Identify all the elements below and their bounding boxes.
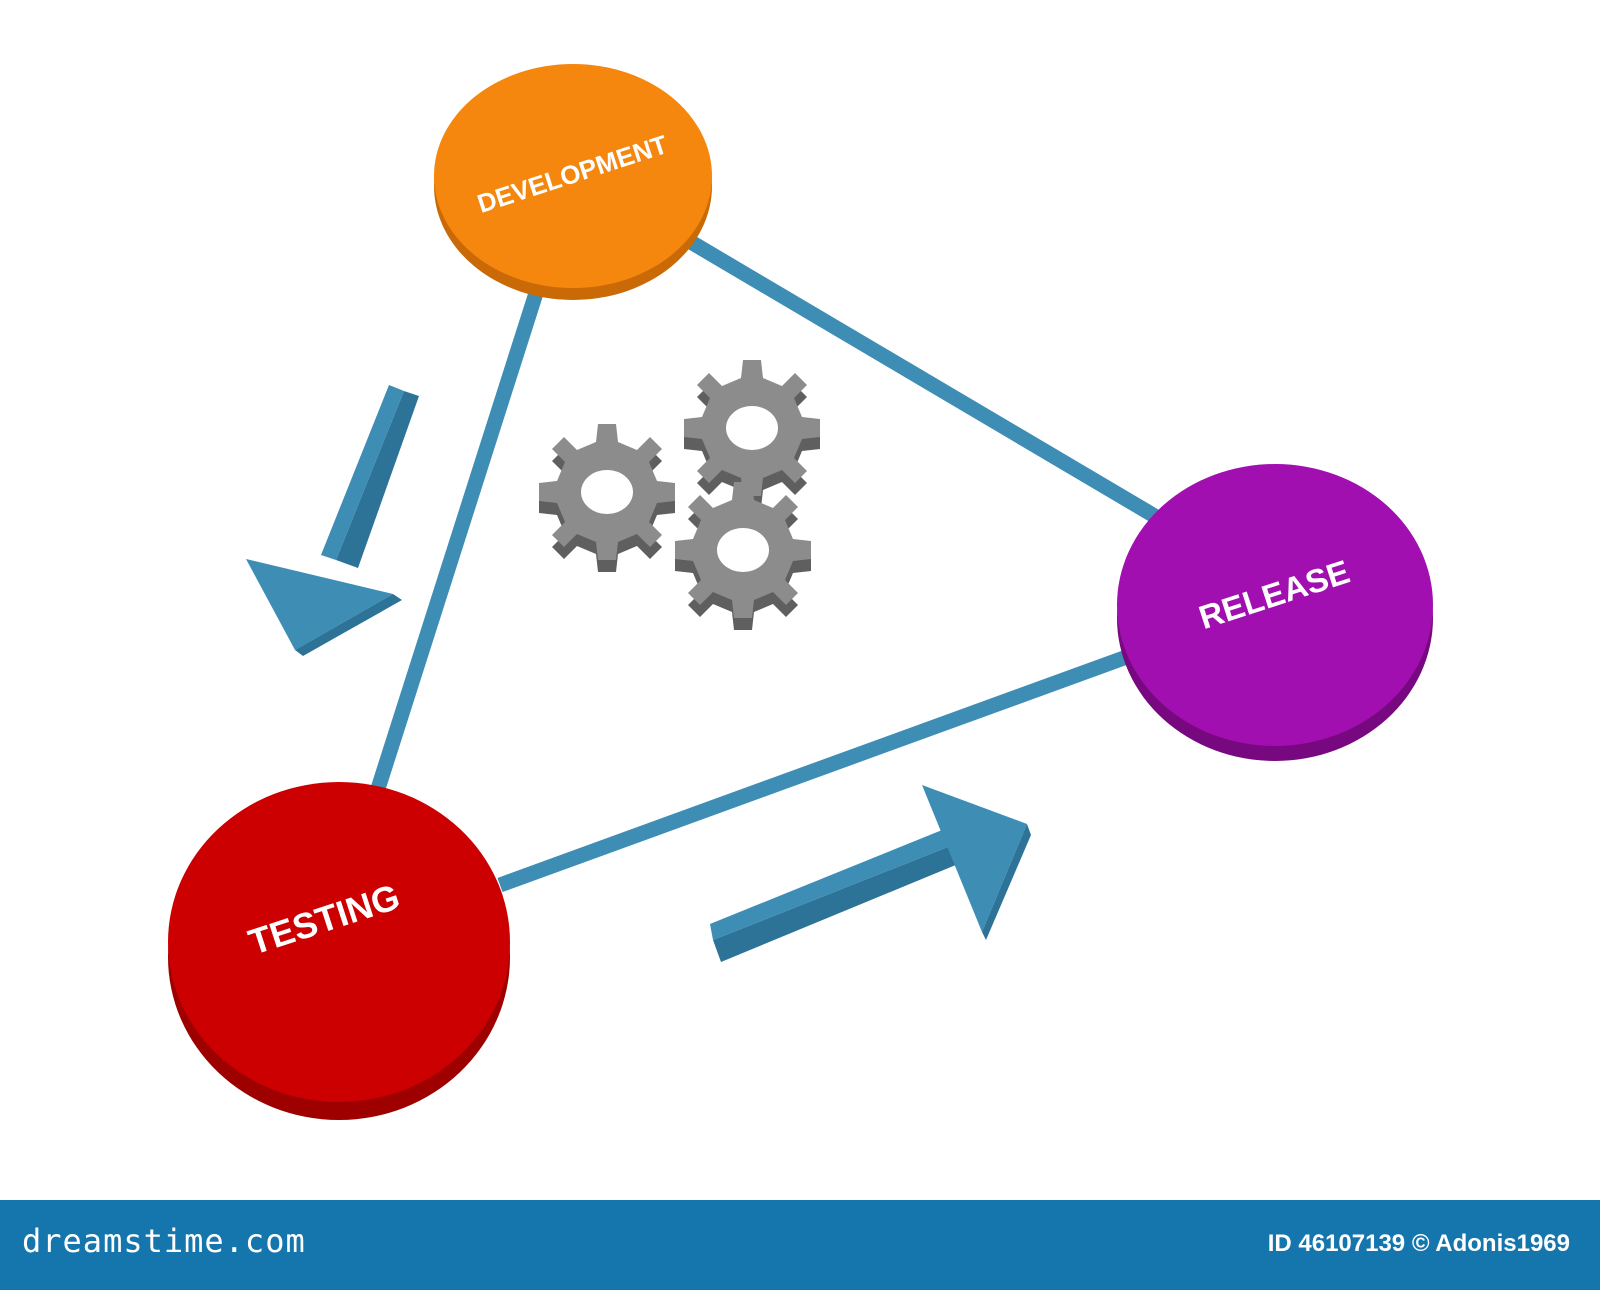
flow-arrow-up-right	[710, 785, 1031, 962]
edge-development-testing	[368, 287, 545, 798]
brand-logo: dreamstime.com	[22, 1222, 306, 1260]
footer-bar: dreamstime.com ID 46107139 © Adonis1969	[0, 1200, 1600, 1290]
cycle-diagram: DEVELOPMENT RELEASE TESTING	[168, 64, 1433, 1120]
edge-development-release	[680, 231, 1162, 525]
edge-testing-release	[497, 643, 1146, 893]
gears-icon	[539, 360, 820, 630]
node-testing: TESTING	[168, 782, 510, 1120]
node-development: DEVELOPMENT	[434, 64, 712, 300]
flow-arrow-down-left	[246, 385, 419, 656]
node-release: RELEASE	[1117, 464, 1433, 761]
image-credit: ID 46107139 © Adonis1969	[1267, 1230, 1570, 1257]
